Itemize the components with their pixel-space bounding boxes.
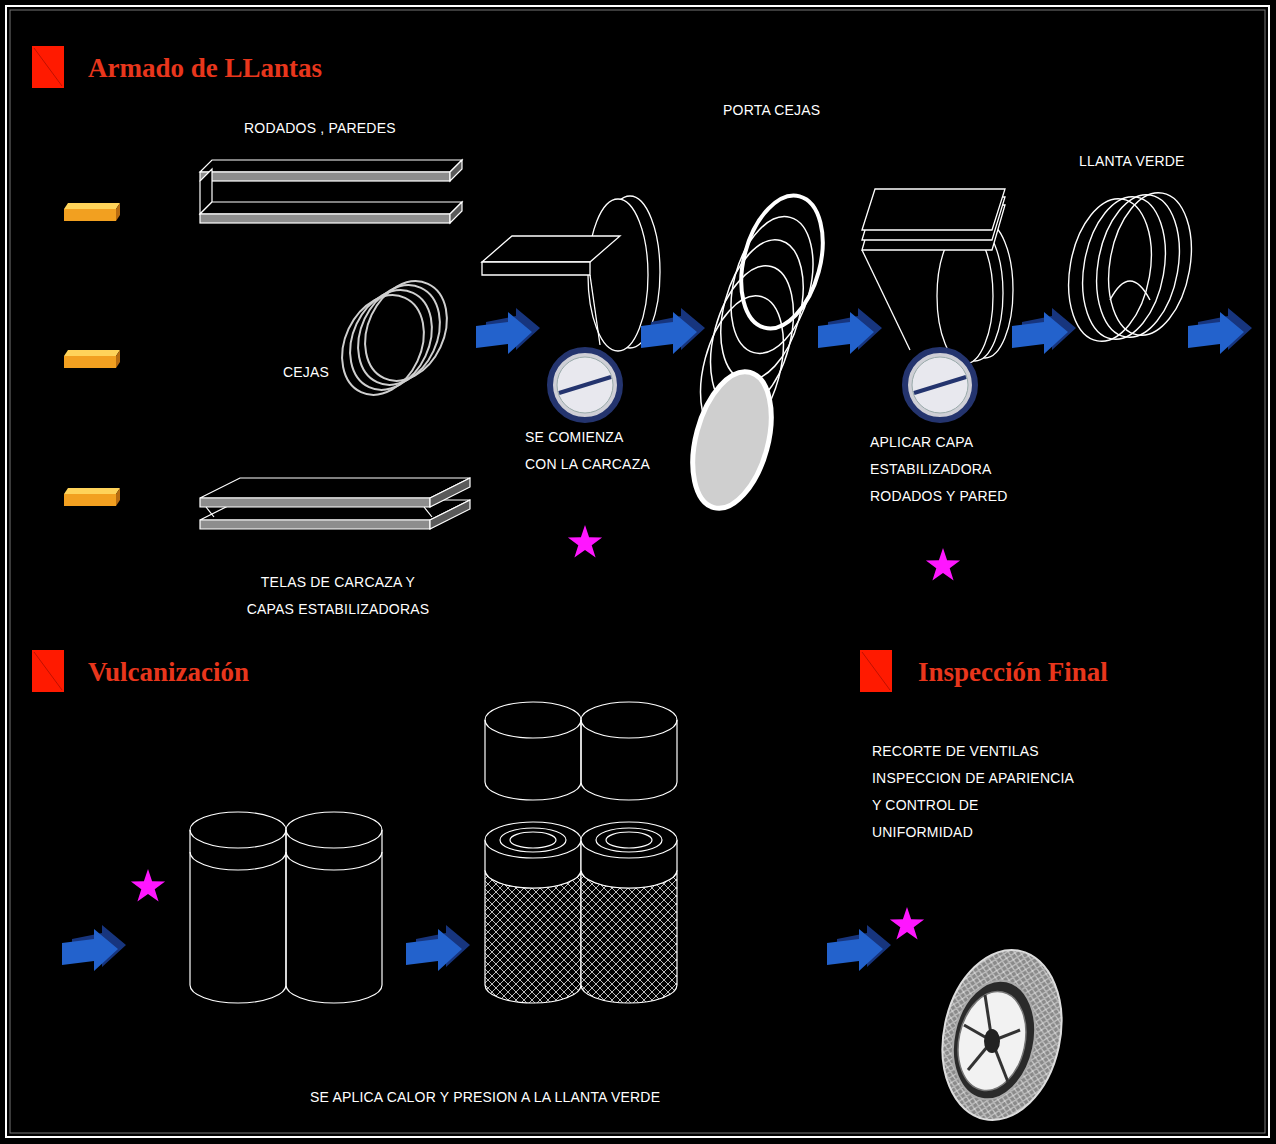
section-icon: [32, 46, 64, 88]
part-label: RODADOS , PAREDES: [244, 115, 396, 142]
flow-arrow: [818, 308, 882, 354]
flow-arrow: [476, 308, 540, 354]
material-block: [64, 488, 120, 506]
control-star: [131, 869, 165, 902]
section-icon: [32, 650, 64, 692]
control-star: [890, 907, 924, 940]
part-label: TELAS DE CARCAZA Y CAPAS ESTABILIZADORAS: [238, 569, 438, 623]
step-note: SE APLICA CALOR Y PRESION A LA LLANTA VE…: [310, 1084, 660, 1111]
stabilizer-drum: [862, 189, 1013, 364]
part-label: CEJAS: [283, 359, 329, 386]
flow-arrow: [827, 925, 891, 971]
tread-strips: [200, 160, 462, 223]
curing-press: [485, 702, 677, 1003]
finished-tire: [927, 939, 1076, 1131]
green-tires: [190, 812, 382, 1003]
bead-rings: [327, 268, 463, 408]
step-note: RECORTE DE VENTILAS INSPECCION DE APARIE…: [872, 738, 1075, 846]
section-title: Inspección Final: [918, 654, 1108, 690]
section-title: Vulcanización: [88, 654, 249, 690]
material-block: [64, 203, 120, 221]
green-tire: [1058, 186, 1202, 348]
part-label: PORTA CEJAS: [723, 97, 820, 124]
control-star: [926, 548, 960, 581]
step-note: SE COMIENZA CON LA CARCAZA: [525, 424, 652, 478]
part-label: LLANTA VERDE: [1079, 148, 1185, 175]
ply-sheets: [200, 478, 470, 529]
section-title: Armado de LLantas: [88, 50, 322, 86]
flow-arrow: [406, 925, 470, 971]
flow-arrow: [62, 925, 126, 971]
control-star: [568, 525, 602, 558]
section-icon: [860, 650, 892, 692]
frame: [6, 6, 1269, 1137]
flow-arrow: [1188, 308, 1252, 354]
flow-arrow: [1012, 308, 1076, 354]
material-block: [64, 350, 120, 368]
frame-inner: [10, 10, 1265, 1133]
flow-arrow: [641, 308, 705, 354]
bead-holder: [679, 186, 836, 516]
step-note: APLICAR CAPA ESTABILIZADORA RODADOS Y PA…: [870, 429, 1012, 510]
build-drum: [550, 350, 620, 420]
build-drum: [905, 350, 975, 420]
